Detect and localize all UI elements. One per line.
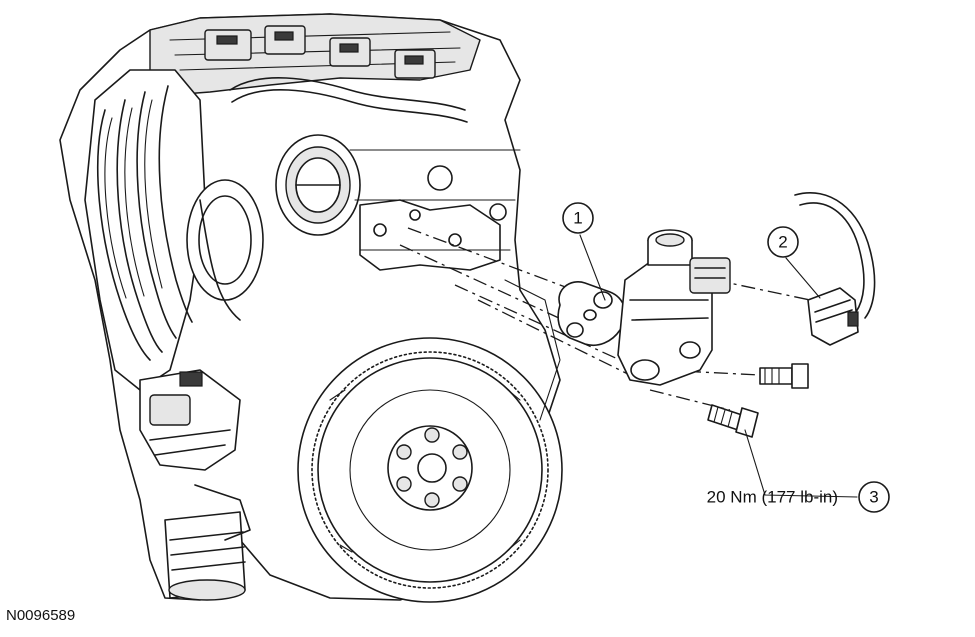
egr-bolt-upper [759, 363, 809, 389]
throttle-body [275, 134, 361, 236]
callout-2-label: 2 [778, 233, 787, 252]
egr-gasket [557, 281, 626, 346]
callout-2: 2 [767, 226, 799, 258]
oil-filter [164, 484, 251, 601]
figure-id: N0096589 [6, 607, 76, 624]
egr-valve [617, 229, 731, 386]
callout-1-label: 1 [573, 209, 582, 228]
torque-spec-label: 20 Nm (177 lb-in) [707, 488, 838, 507]
callout-3: 3 [858, 481, 890, 513]
flywheel [297, 337, 563, 603]
intake-manifold [84, 69, 206, 391]
egr-electrical-connector [794, 192, 876, 346]
egr-bolt-lower [707, 404, 759, 438]
engine-assembly-illustration [59, 13, 563, 603]
callout-3-label: 3 [869, 488, 878, 507]
leader-lines [579, 234, 858, 498]
callout-1: 1 [562, 202, 594, 234]
